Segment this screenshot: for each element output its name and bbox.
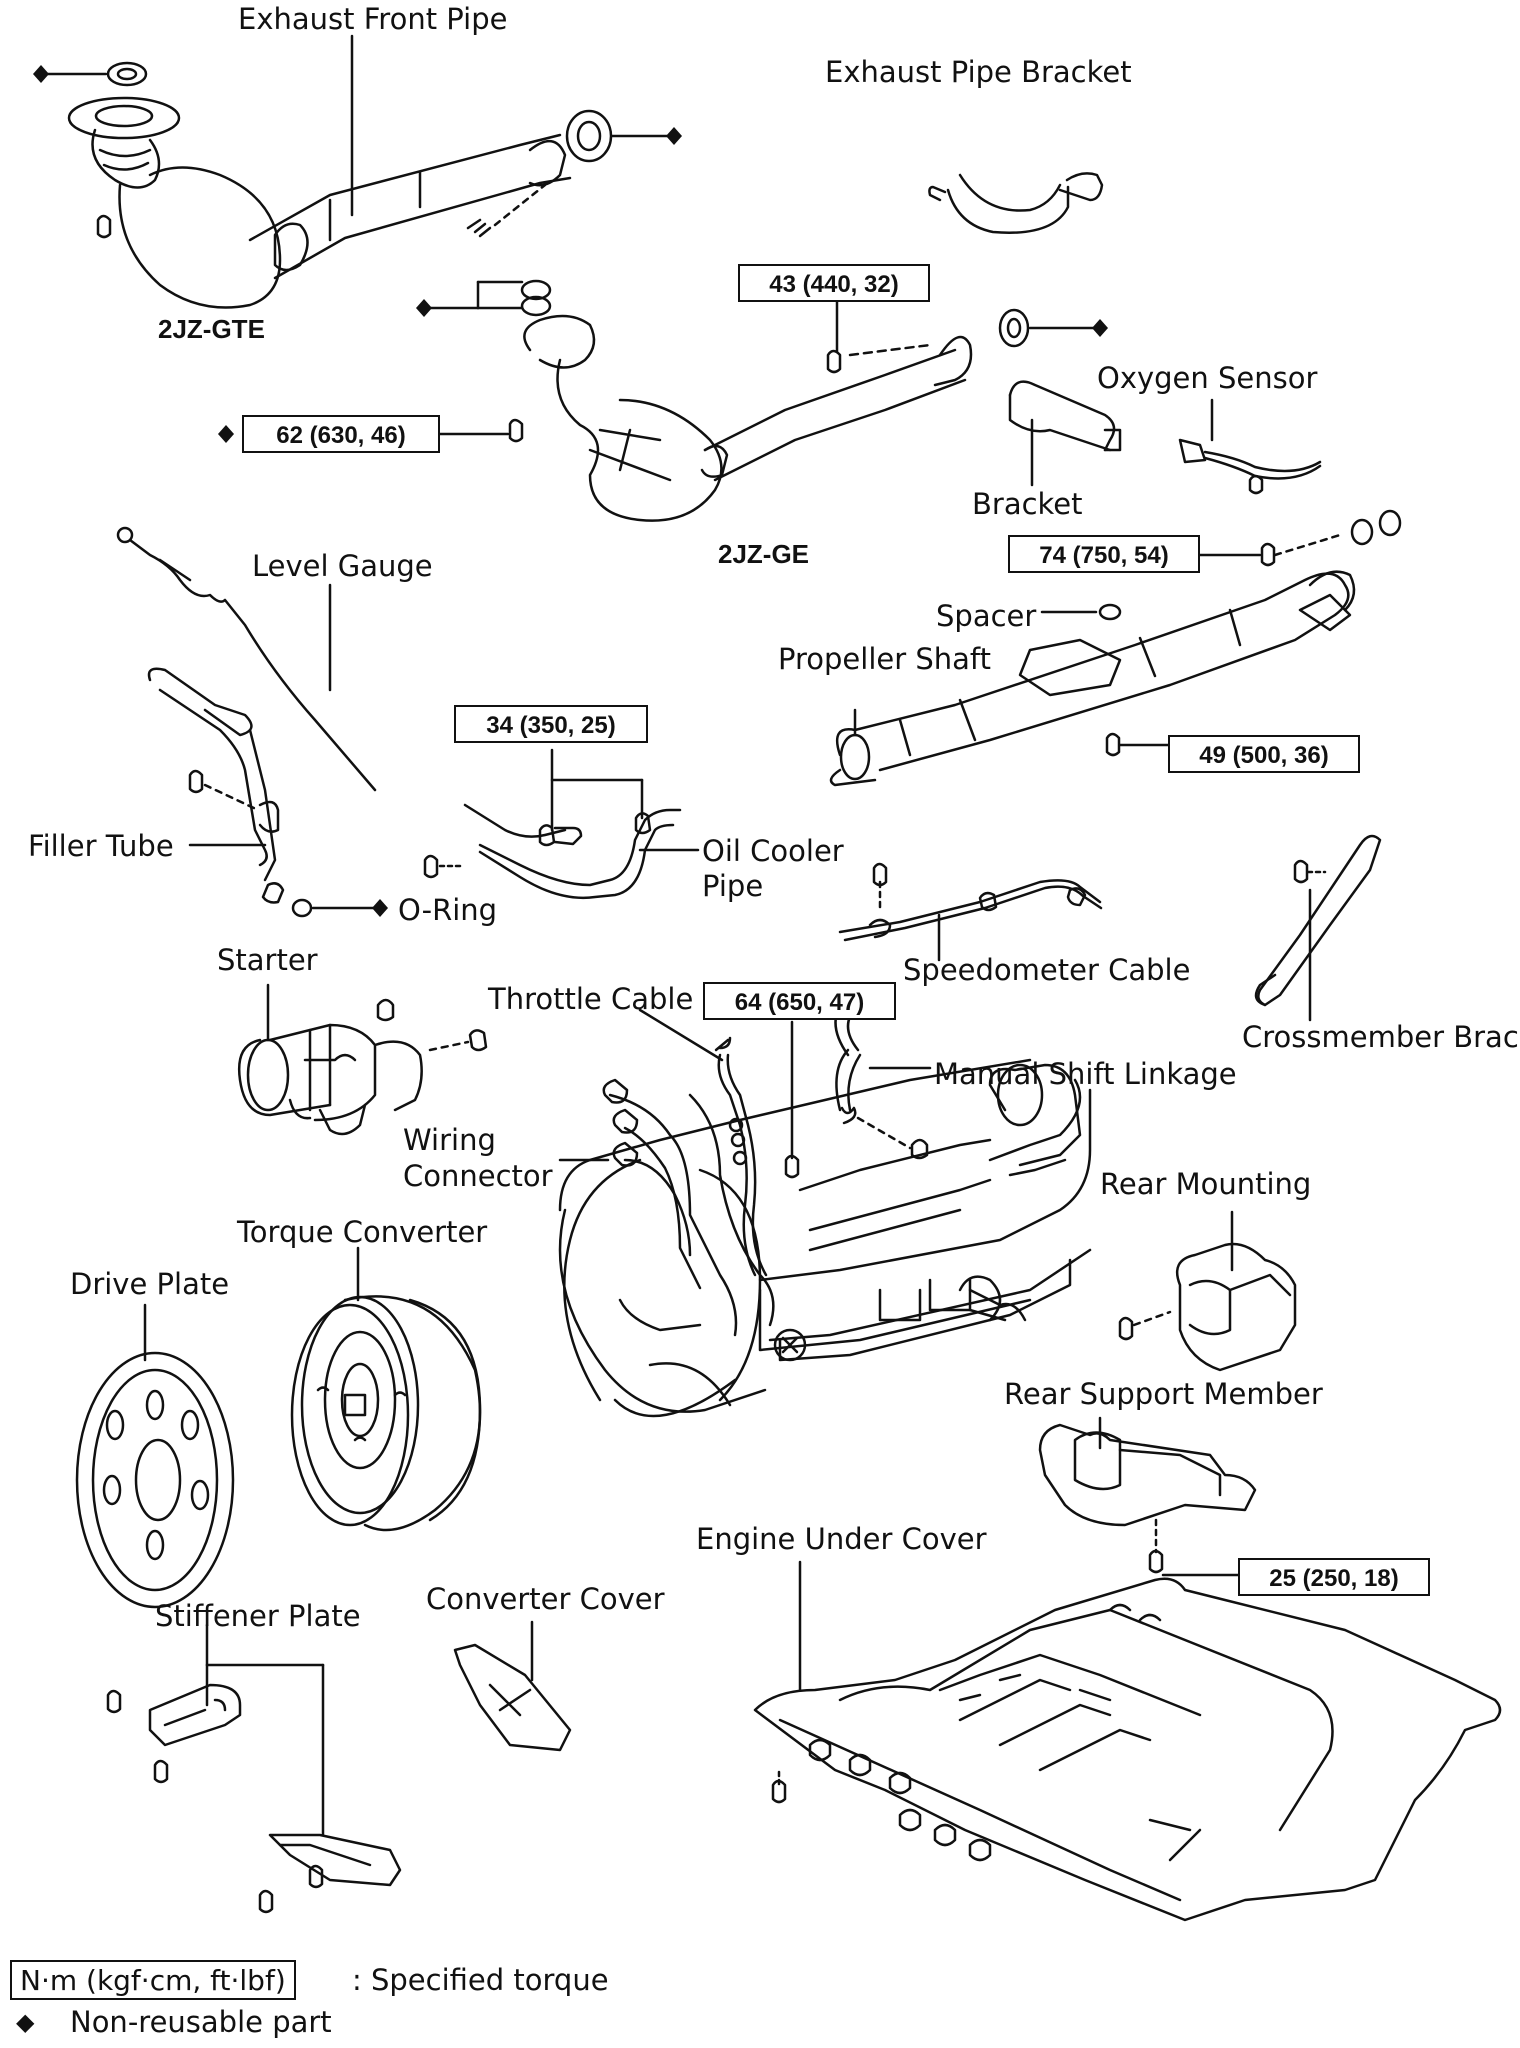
torque-propeller-flange: 74 (750, 54)	[1008, 535, 1200, 573]
ge-gasket	[1000, 310, 1028, 346]
stiffener-plate	[150, 1685, 400, 1885]
o-ring	[293, 900, 311, 916]
label-bracket: Bracket	[972, 487, 1083, 521]
label-propeller-shaft: Propeller Shaft	[778, 642, 991, 676]
label-wiring-connector-2: Connector	[403, 1159, 553, 1193]
transmission	[560, 1060, 1090, 1416]
ge-front-pipe	[524, 316, 971, 521]
engine-label-ge: 2JZ-GE	[718, 539, 810, 569]
label-exhaust-pipe-bracket: Exhaust Pipe Bracket	[825, 55, 1132, 89]
label-starter: Starter	[217, 943, 318, 977]
label-engine-under-cover: Engine Under Cover	[696, 1522, 987, 1556]
label-spacer: Spacer	[936, 599, 1037, 633]
exhaust-pipe-bracket	[929, 173, 1102, 232]
label-oxygen-sensor: Oxygen Sensor	[1097, 361, 1318, 395]
label-rear-support-member: Rear Support Member	[1004, 1377, 1323, 1411]
label-rear-mounting: Rear Mounting	[1100, 1167, 1312, 1201]
torque-converter-part	[292, 1296, 480, 1530]
label-manual-shift-linkage: Manual Shift Linkage	[934, 1057, 1237, 1091]
rear-support-member	[1040, 1425, 1255, 1525]
gte-front-pipe	[69, 98, 570, 308]
crossmember-brace	[1256, 836, 1380, 1005]
drive-plate	[77, 1353, 233, 1607]
label-oil-cooler-pipe-1: Oil Cooler	[702, 834, 844, 868]
legend-torque-box: N·m (kgf·cm, ft·lbf)	[10, 1960, 296, 2000]
speedometer-cable	[840, 880, 1101, 940]
label-torque-converter: Torque Converter	[237, 1215, 488, 1249]
spacer	[1100, 605, 1120, 619]
label-o-ring: O-Ring	[398, 893, 498, 927]
filler-tube	[149, 669, 283, 903]
label-crossmember-brace: Crossmember Brace	[1242, 1020, 1520, 1054]
torque-transmission-bolt: 64 (650, 47)	[703, 982, 896, 1020]
gte-gasket-rear	[567, 111, 611, 161]
torque-center-bearing: 49 (500, 36)	[1168, 735, 1360, 773]
label-exhaust-front-pipe: Exhaust Front Pipe	[238, 2, 508, 36]
level-gauge	[118, 528, 375, 790]
throttle-cable	[716, 1038, 766, 1275]
label-filler-tube: Filler Tube	[28, 829, 174, 863]
label-stiffener-plate: Stiffener Plate	[155, 1599, 361, 1633]
label-converter-cover: Converter Cover	[426, 1582, 665, 1616]
label-level-gauge: Level Gauge	[252, 549, 433, 583]
torque-oil-cooler-union: 34 (350, 25)	[454, 705, 648, 743]
center-bearing-bolt	[1107, 734, 1119, 755]
label-throttle-cable: Throttle Cable	[488, 982, 694, 1016]
label-drive-plate: Drive Plate	[70, 1267, 230, 1301]
engine-label-gte: 2JZ-GTE	[158, 314, 265, 344]
starter	[239, 1025, 421, 1134]
torque-rear-support: 25 (250, 18)	[1238, 1558, 1430, 1596]
oil-cooler-pipe	[465, 805, 680, 898]
wiring-harness	[604, 1080, 1000, 1335]
gte-gasket-top	[108, 63, 146, 85]
gte-nut	[98, 216, 110, 237]
legend-nonreusable-symbol: ◆	[16, 2008, 35, 2036]
rear-mounting	[1177, 1244, 1295, 1370]
ge-bolt	[828, 351, 840, 372]
ge-nut	[510, 420, 522, 441]
legend-torque-desc: : Specified torque	[352, 1963, 609, 1997]
label-wiring-connector-1: Wiring	[403, 1123, 496, 1157]
converter-cover-part	[455, 1645, 570, 1750]
label-oil-cooler-pipe-2: Pipe	[702, 869, 764, 903]
oxygen-sensor	[1180, 440, 1320, 493]
engine-under-cover-part	[755, 1579, 1500, 1920]
torque-front-pipe-flange: 43 (440, 32)	[738, 264, 930, 302]
legend-nonreusable-desc: Non-reusable part	[70, 2005, 332, 2039]
propeller-shaft	[831, 572, 1354, 785]
torque-front-pipe-nut: 62 (630, 46)	[242, 415, 440, 453]
bracket	[1010, 382, 1120, 450]
label-speedometer-cable: Speedometer Cable	[903, 953, 1191, 987]
